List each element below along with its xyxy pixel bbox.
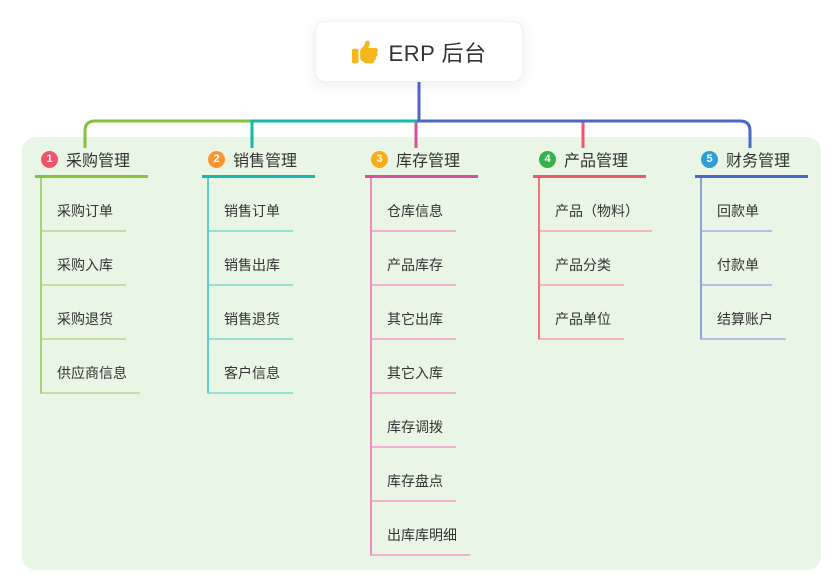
child-node-label[interactable]: 其它入库 xyxy=(370,363,456,394)
child-node-label[interactable]: 销售退货 xyxy=(207,309,293,340)
branch-children-list: 回款单付款单结算账户 xyxy=(695,178,808,340)
branch-children-list: 仓库信息产品库存其它出库其它入库库存调拨库存盘点出库库明细 xyxy=(365,178,478,556)
branch-children-list: 采购订单采购入库采购退货供应商信息 xyxy=(35,178,148,394)
child-node: 结算账户 xyxy=(695,286,808,340)
child-node-label[interactable]: 库存盘点 xyxy=(370,471,456,502)
branch-title[interactable]: 4 产品管理 xyxy=(533,146,646,178)
child-node-label[interactable]: 仓库信息 xyxy=(370,201,456,232)
root-node[interactable]: ERP 后台 xyxy=(315,21,523,82)
branch-title-label: 库存管理 xyxy=(396,153,461,170)
branch-connector-line xyxy=(40,178,42,393)
branch-column: 3 库存管理仓库信息产品库存其它出库其它入库库存调拨库存盘点出库库明细 xyxy=(365,146,478,556)
branch-title-label: 产品管理 xyxy=(564,153,629,170)
child-node: 产品单位 xyxy=(533,286,646,340)
child-node: 销售出库 xyxy=(202,232,315,286)
child-node: 仓库信息 xyxy=(365,178,478,232)
branch-number-badge: 1 xyxy=(41,150,58,168)
branch-connector-line xyxy=(538,178,540,339)
branch-children-list: 产品（物料） 产品分类产品单位 xyxy=(533,178,652,340)
child-node: 其它出库 xyxy=(365,286,478,340)
branch-number-badge: 4 xyxy=(539,150,556,168)
child-node: 采购退货 xyxy=(35,286,148,340)
child-node: 出库库明细 xyxy=(365,502,478,556)
child-node-label[interactable]: 采购退货 xyxy=(40,309,126,340)
child-node-label[interactable]: 采购订单 xyxy=(40,201,126,232)
root-node-label: ERP 后台 xyxy=(388,40,487,66)
child-node: 销售订单 xyxy=(202,178,315,232)
child-node: 库存盘点 xyxy=(365,448,478,502)
child-node-label[interactable]: 产品单位 xyxy=(538,309,624,340)
branch-connector-line xyxy=(370,178,372,555)
child-node-label[interactable]: 供应商信息 xyxy=(40,363,140,394)
child-node-label[interactable]: 其它出库 xyxy=(370,309,456,340)
branch-title[interactable]: 1 采购管理 xyxy=(35,146,148,178)
child-node: 供应商信息 xyxy=(35,340,148,394)
child-node: 客户信息 xyxy=(202,340,315,394)
child-node: 库存调拨 xyxy=(365,394,478,448)
branch-column: 4 产品管理产品（物料） 产品分类产品单位 xyxy=(533,146,652,340)
child-node: 其它入库 xyxy=(365,340,478,394)
branch-column: 5 财务管理回款单付款单结算账户 xyxy=(695,146,808,340)
thumbs-up-icon xyxy=(351,40,378,63)
branch-number-badge: 5 xyxy=(701,150,718,168)
child-node: 采购入库 xyxy=(35,232,148,286)
child-node-label[interactable]: 产品（物料） xyxy=(538,201,652,232)
branch-connector-line xyxy=(700,178,702,339)
branch-title-label: 采购管理 xyxy=(66,153,131,170)
child-node-label[interactable]: 销售订单 xyxy=(207,201,293,232)
child-node-label[interactable]: 回款单 xyxy=(700,201,772,232)
branch-title[interactable]: 5 财务管理 xyxy=(695,146,808,178)
branch-title[interactable]: 2 销售管理 xyxy=(202,146,315,178)
child-node-label[interactable]: 采购入库 xyxy=(40,255,126,286)
branch-column: 1 采购管理采购订单采购入库采购退货供应商信息 xyxy=(35,146,148,394)
child-node: 产品分类 xyxy=(533,232,646,286)
branch-title-label: 销售管理 xyxy=(233,153,298,170)
branch-connector-line xyxy=(207,178,209,393)
child-node: 采购订单 xyxy=(35,178,148,232)
mindmap-panel xyxy=(22,137,821,570)
branch-title-label: 财务管理 xyxy=(726,153,791,170)
branch-children-list: 销售订单销售出库销售退货客户信息 xyxy=(202,178,315,394)
branch-column: 2 销售管理销售订单销售出库销售退货客户信息 xyxy=(202,146,315,394)
child-node-label[interactable]: 销售出库 xyxy=(207,255,293,286)
branch-number-badge: 2 xyxy=(208,150,225,168)
child-node: 销售退货 xyxy=(202,286,315,340)
child-node-label[interactable]: 产品分类 xyxy=(538,255,624,286)
child-node-label[interactable]: 付款单 xyxy=(700,255,772,286)
child-node-label[interactable]: 库存调拨 xyxy=(370,417,456,448)
child-node: 产品库存 xyxy=(365,232,478,286)
branch-number-badge: 3 xyxy=(371,150,388,168)
child-node-label[interactable]: 产品库存 xyxy=(370,255,456,286)
child-node: 付款单 xyxy=(695,232,808,286)
child-node: 回款单 xyxy=(695,178,808,232)
child-node: 产品（物料） xyxy=(533,178,652,232)
child-node-label[interactable]: 结算账户 xyxy=(700,309,786,340)
branch-title[interactable]: 3 库存管理 xyxy=(365,146,478,178)
child-node-label[interactable]: 客户信息 xyxy=(207,363,293,394)
child-node-label[interactable]: 出库库明细 xyxy=(370,525,470,556)
